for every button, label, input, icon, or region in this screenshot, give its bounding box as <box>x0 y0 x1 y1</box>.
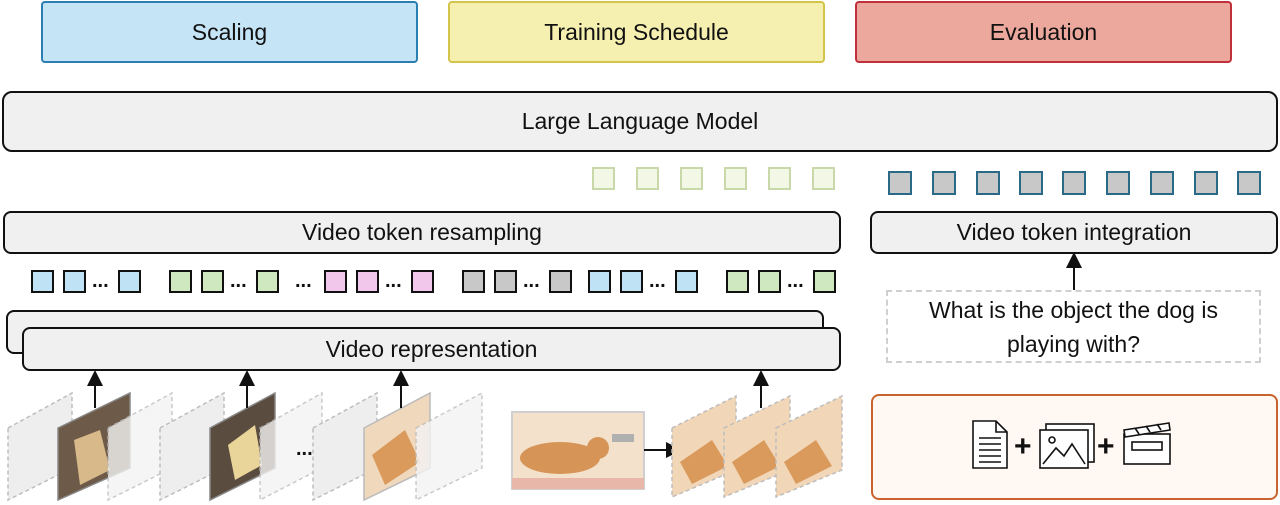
plus-icon: + <box>1014 430 1032 463</box>
dog-silhouette <box>784 440 832 484</box>
token-blue <box>31 270 54 293</box>
token-blue <box>118 270 141 293</box>
token-gray <box>462 270 485 293</box>
evaluation-label: Evaluation <box>989 18 1098 45</box>
question-box: What is the object the dog is playing wi… <box>886 290 1261 363</box>
resampled-token <box>724 167 747 190</box>
integrated-token <box>1019 171 1043 195</box>
token-ellipsis: ... <box>523 270 540 292</box>
dog-silhouette <box>74 430 110 485</box>
integration-label: Video token integration <box>956 219 1192 245</box>
dog-silhouette <box>372 430 420 485</box>
resampled-token <box>768 167 791 190</box>
llm-box: Large Language Model <box>2 91 1278 152</box>
video-frame-stack <box>312 391 483 502</box>
token-green <box>201 270 224 293</box>
resampled-token <box>812 167 835 190</box>
token-ellipsis: ... <box>649 270 666 292</box>
dog-silhouette <box>732 440 780 484</box>
evaluation-box: Evaluation <box>855 1 1232 63</box>
token-ellipsis: ... <box>230 270 247 292</box>
token-green <box>256 270 279 293</box>
integrated-token <box>976 171 1000 195</box>
token-gray <box>494 270 517 293</box>
group-ellipsis: ... <box>295 270 312 292</box>
video-frame <box>415 391 483 502</box>
token-blue <box>675 270 698 293</box>
token-blue <box>620 270 643 293</box>
token-green <box>726 270 749 293</box>
token-blue <box>588 270 611 293</box>
token-green <box>169 270 192 293</box>
training-schedule-label: Training Schedule <box>544 18 729 45</box>
integrated-token <box>1106 171 1130 195</box>
token-pink <box>356 270 379 293</box>
representation-box: Video representation <box>22 327 841 371</box>
clapperboard-icon <box>1123 422 1171 465</box>
dog-silhouette <box>680 440 728 484</box>
token-green <box>758 270 781 293</box>
resampled-token <box>680 167 703 190</box>
dog-silhouette <box>228 425 262 480</box>
integrated-token <box>932 171 956 195</box>
scaling-label: Scaling <box>191 18 268 45</box>
token-gray <box>549 270 572 293</box>
integrated-token <box>1062 171 1086 195</box>
source-video-frame <box>511 411 645 490</box>
integrated-token <box>1150 171 1174 195</box>
token-ellipsis: ... <box>787 270 804 292</box>
scaling-box: Scaling <box>41 1 418 63</box>
token-blue <box>63 270 86 293</box>
plus-icon: + <box>1097 430 1115 463</box>
document-icon <box>972 420 1008 469</box>
token-pink <box>411 270 434 293</box>
question-text: What is the object the dog is playing wi… <box>929 296 1218 357</box>
resampled-token <box>636 167 659 190</box>
integrated-token <box>888 171 912 195</box>
integrated-token <box>1194 171 1218 195</box>
video-frame-stack <box>159 391 323 502</box>
representation-label: Video representation <box>325 335 538 362</box>
resampling-label: Video token resampling <box>302 219 542 245</box>
video-frame-stack <box>671 394 843 499</box>
resampling-box: Video token resampling <box>3 211 841 254</box>
video-frame <box>259 391 323 502</box>
llm-label: Large Language Model <box>521 108 759 134</box>
image-icon <box>1039 423 1095 469</box>
token-ellipsis: ... <box>92 270 109 292</box>
token-ellipsis: ... <box>385 270 402 292</box>
eval-media-box <box>871 394 1278 500</box>
training-schedule-box: Training Schedule <box>448 1 825 63</box>
token-green <box>813 270 836 293</box>
resampled-token <box>592 167 615 190</box>
token-pink <box>324 270 347 293</box>
integrated-token <box>1237 171 1261 195</box>
frames-ellipsis: ... <box>296 438 313 460</box>
video-frame-stack <box>7 391 173 502</box>
